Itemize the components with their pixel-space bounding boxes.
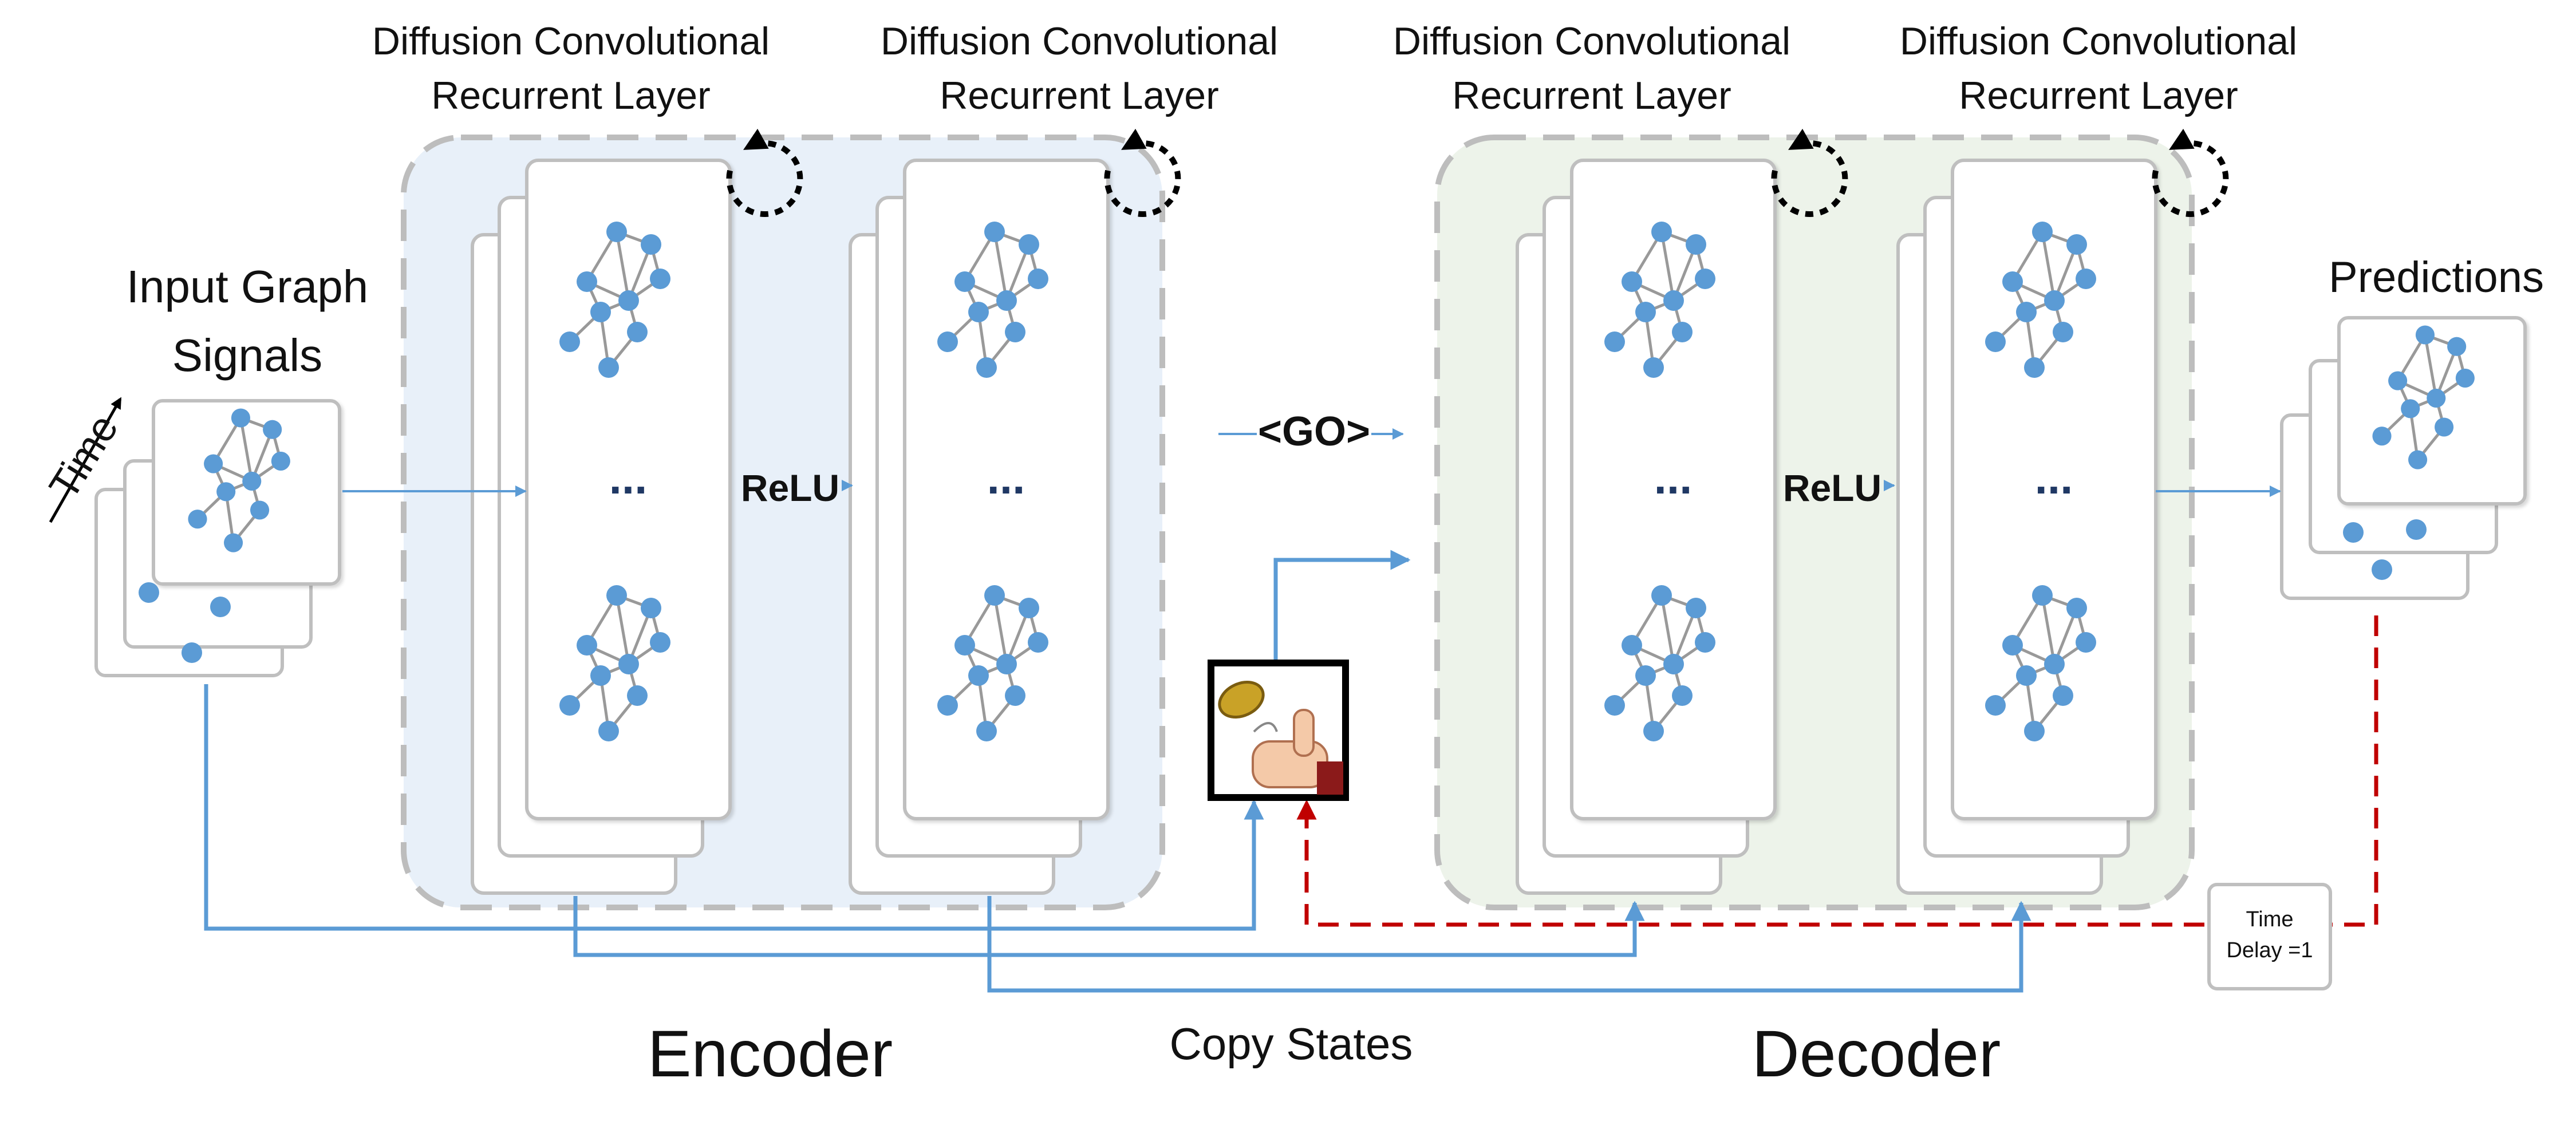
prediction-graph-stack [2280, 316, 2527, 600]
graph-node-icon [210, 597, 231, 617]
graph-glyphs [139, 222, 2475, 741]
encoder-layer-2-stack [849, 159, 1110, 895]
graph-node-icon [2343, 522, 2364, 543]
input-title-line1: Input Graph [127, 261, 369, 312]
graph-glyph-icon [1985, 222, 2096, 378]
decoder-relu-label: ReLU [1783, 467, 1881, 509]
graph-glyph-icon [1985, 585, 2096, 741]
graph-glyph-icon [2372, 325, 2475, 469]
time-delay-line2: Delay =1 [2226, 938, 2313, 962]
layer-title-dec2: Diffusion Convolutional Recurrent Layer [1900, 19, 2297, 117]
svg-text:Recurrent Layer: Recurrent Layer [940, 74, 1219, 117]
graph-glyph-icon [559, 585, 670, 741]
svg-text:Diffusion Convolutional: Diffusion Convolutional [1393, 19, 1790, 63]
sampler-to-decoder-arrow [1273, 550, 1411, 663]
recurrence-loop-icon [726, 128, 803, 218]
graph-node-icon [2372, 559, 2392, 580]
copy-state-arrows [204, 684, 2031, 993]
graph-glyph-icon [1604, 222, 1715, 378]
go-token: <GO> [1258, 409, 1370, 455]
predictions-label: Predictions [2329, 253, 2544, 302]
svg-text:Diffusion Convolutional: Diffusion Convolutional [372, 19, 770, 63]
coin-flip-hand-icon [1208, 660, 1349, 801]
time-delay-box [2207, 883, 2332, 990]
graph-glyph-icon [937, 585, 1048, 741]
recurrence-loop-icon [1771, 128, 1848, 218]
input-title-line2: Signals [172, 330, 322, 381]
time-delay-feedback-arrow [1296, 615, 2378, 927]
recurrence-loop-icon [2152, 128, 2229, 218]
layer-title-dec1: Diffusion Convolutional Recurrent Layer [1393, 19, 1790, 117]
copy-states-label: Copy States [1170, 1019, 1413, 1069]
encoder-layer-1-stack [471, 159, 732, 895]
recurrence-loop-icon [1104, 128, 1181, 218]
svg-text:Recurrent Layer: Recurrent Layer [1452, 74, 1731, 117]
graph-node-icon [182, 642, 202, 663]
graph-glyph-icon [559, 222, 670, 378]
graph-glyph-icon [188, 408, 290, 552]
graph-glyph-icon [1604, 585, 1715, 741]
graph-glyph-icon [937, 222, 1048, 378]
encoder-relu-label: ReLU [741, 467, 839, 509]
svg-text:Diffusion Convolutional: Diffusion Convolutional [881, 19, 1278, 63]
svg-text:Recurrent Layer: Recurrent Layer [431, 74, 711, 117]
graph-node-icon [139, 582, 159, 603]
time-delay-line1: Time [2246, 907, 2293, 931]
layer-title-enc1: Diffusion Convolutional Recurrent Layer [372, 19, 770, 117]
forward-arrows [342, 428, 2281, 497]
decoder-layer-1-stack [1516, 159, 1777, 895]
ellipsis-dec2: ... [2035, 452, 2073, 503]
layer-title-enc2: Diffusion Convolutional Recurrent Layer [881, 19, 1278, 117]
decoder-layer-2-stack [1896, 159, 2157, 895]
ellipsis-dec1: ... [1654, 452, 1693, 503]
ellipsis-enc2: ... [987, 452, 1025, 503]
ellipsis-enc1: ... [609, 452, 648, 503]
decoder-label: Decoder [1752, 1017, 2001, 1091]
graph-node-icon [2406, 519, 2427, 540]
svg-text:Recurrent Layer: Recurrent Layer [1959, 74, 2238, 117]
svg-text:Diffusion Convolutional: Diffusion Convolutional [1900, 19, 2297, 63]
encoder-label: Encoder [648, 1017, 893, 1091]
input-graph-signal-stack [94, 399, 341, 677]
time-axis-arrow [49, 397, 122, 523]
